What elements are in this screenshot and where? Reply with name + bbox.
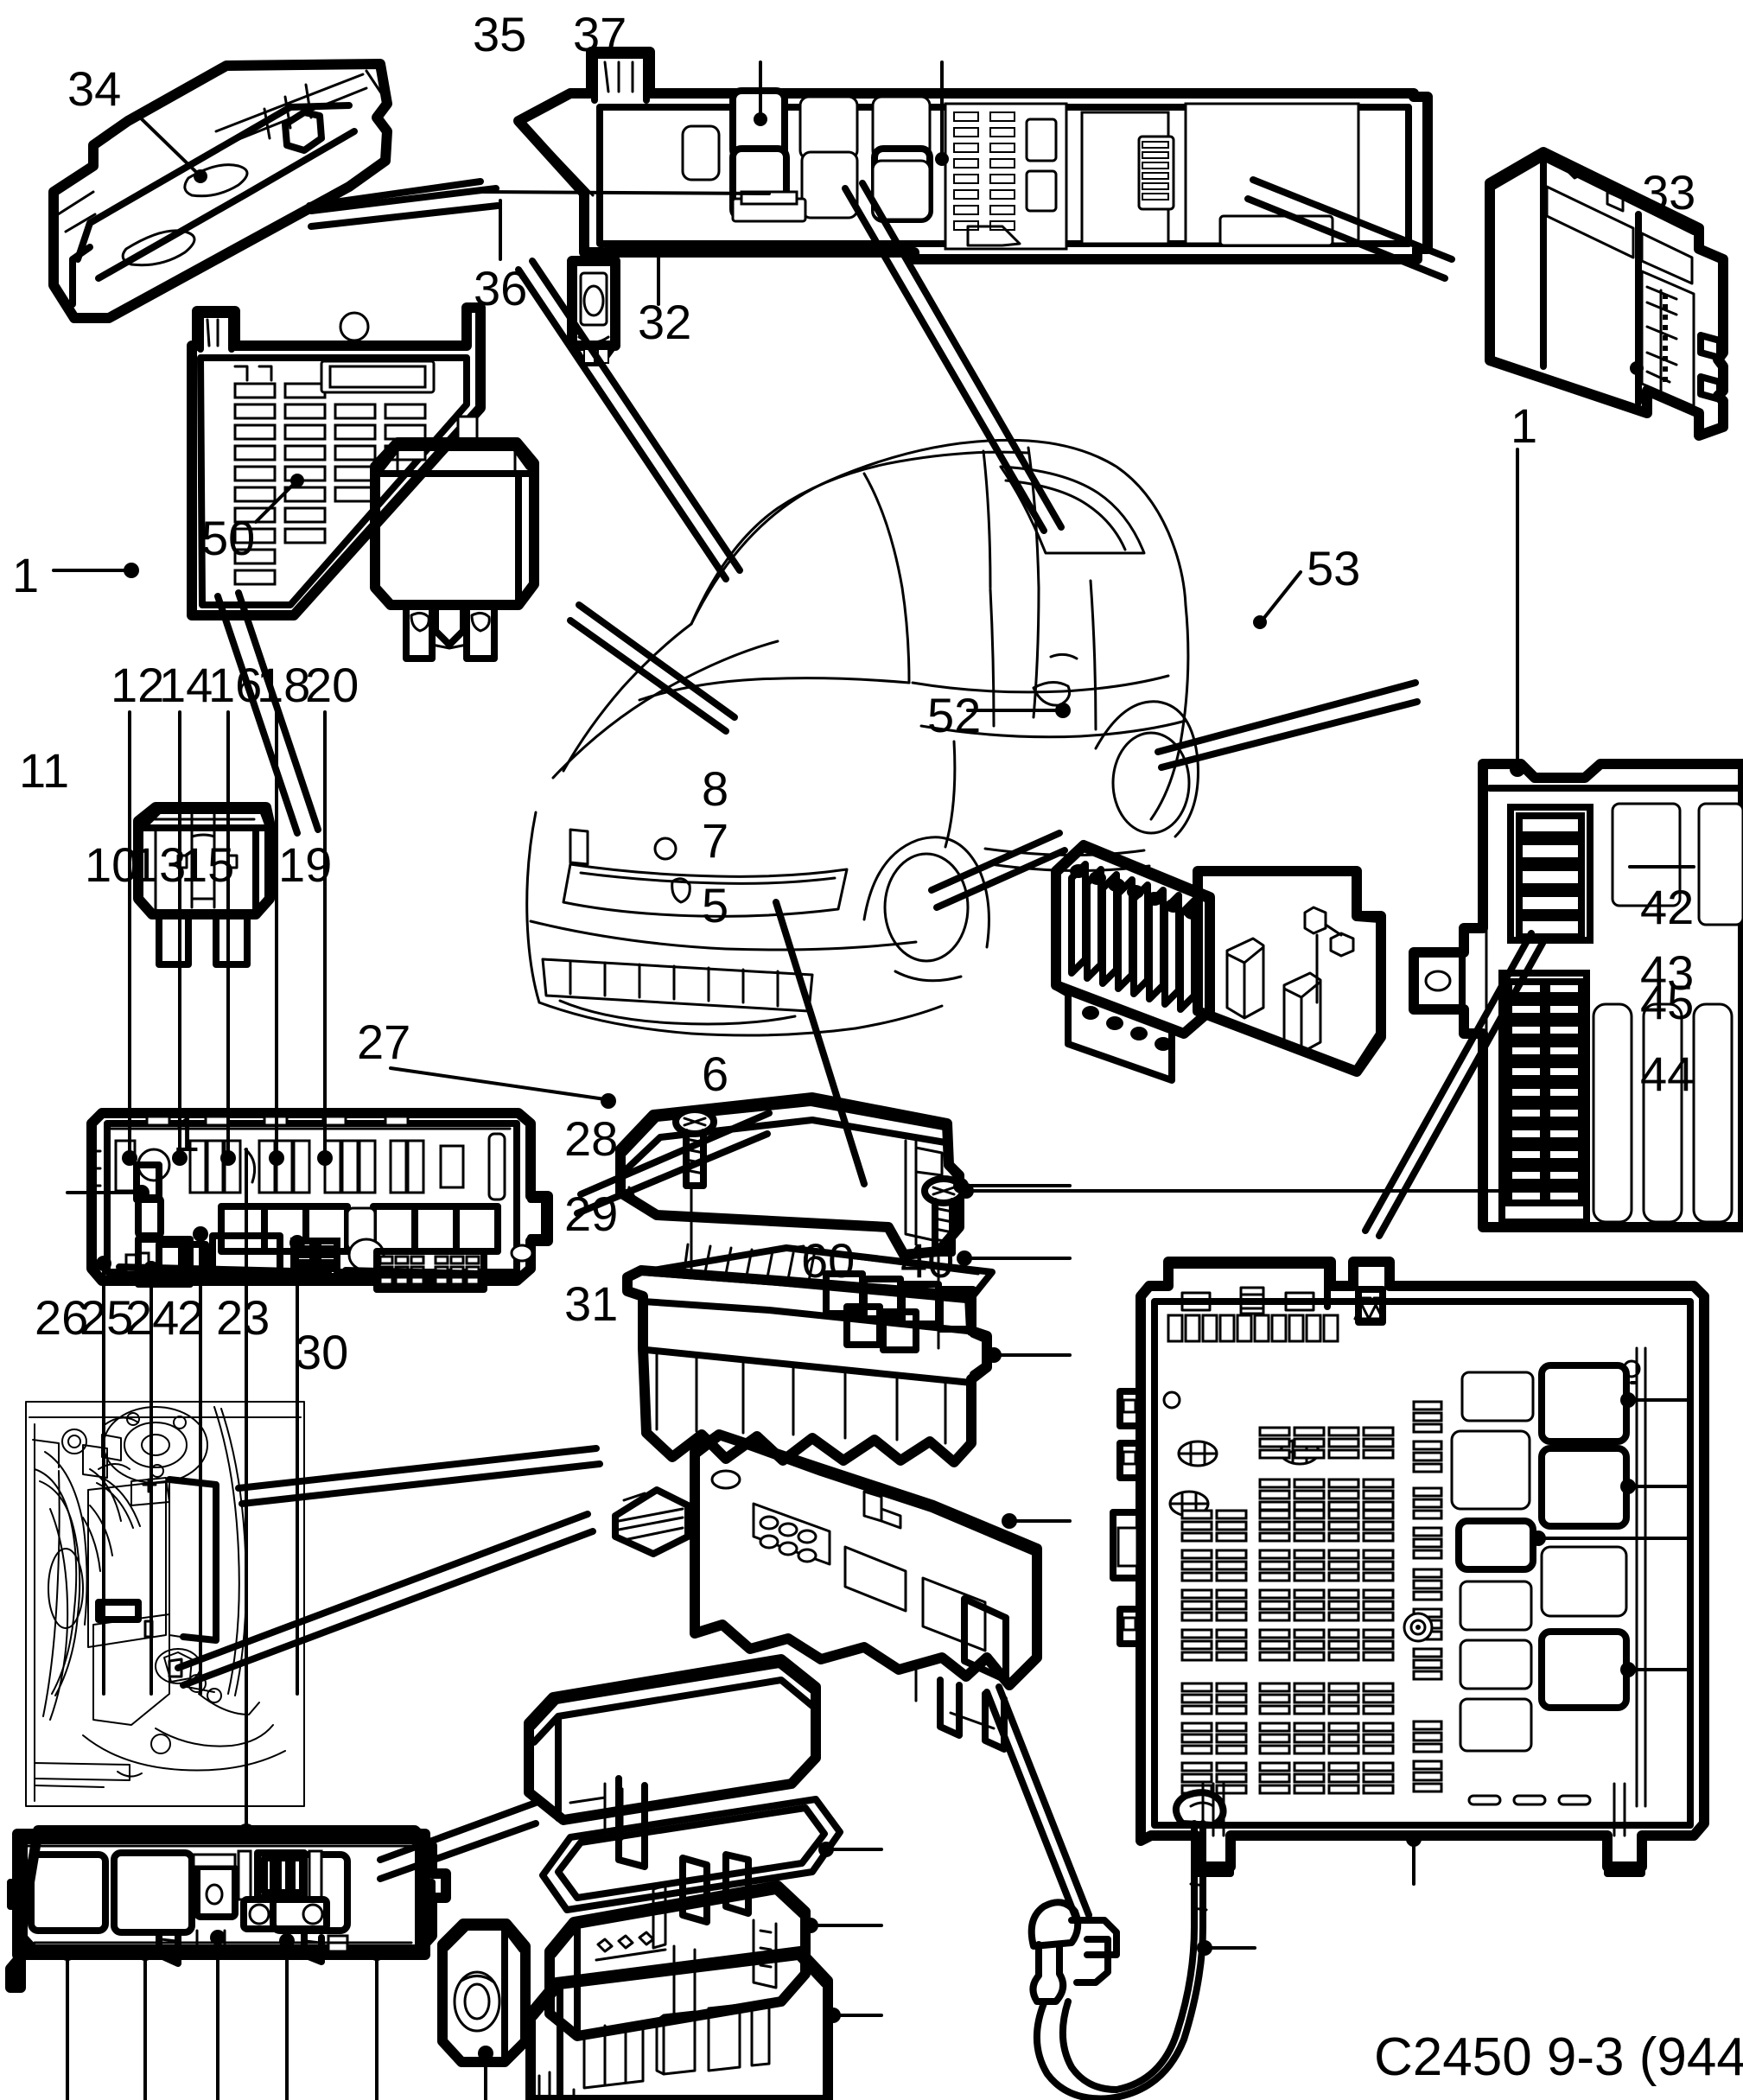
callout-30: 30 xyxy=(295,1325,349,1379)
drawing-number-caption: C2450 9-3 (9440) xyxy=(1374,2027,1743,2087)
callout-1-left: 1 xyxy=(12,548,40,602)
callout-50: 50 xyxy=(201,511,256,565)
callout-11: 11 xyxy=(19,743,70,798)
callout-12: 12 xyxy=(111,658,165,712)
illustration-saab-9-3-car xyxy=(525,438,1199,1037)
callout-37: 37 xyxy=(573,7,627,61)
part-6-lower-housing xyxy=(612,1429,1042,1753)
part-7-screw-left xyxy=(672,1106,717,1274)
callout-25: 25 xyxy=(80,1290,134,1345)
callout-29: 29 xyxy=(564,1187,619,1241)
callout-45: 45 xyxy=(1640,975,1695,1029)
callout-16: 16 xyxy=(208,658,263,712)
part-50-relay xyxy=(370,437,539,662)
part-27-cover xyxy=(524,1654,821,1841)
part-30-key-fob xyxy=(437,1919,531,2067)
callout-24: 24 xyxy=(125,1290,180,1345)
callout-8: 8 xyxy=(702,761,729,816)
callout-1-right: 1 xyxy=(1511,398,1538,453)
callout-31: 31 xyxy=(564,1276,619,1331)
callout-34: 34 xyxy=(67,61,122,116)
callout-27: 27 xyxy=(357,1015,411,1069)
callout-20: 20 xyxy=(305,658,359,712)
callout-10: 10 xyxy=(85,837,139,892)
part-28-gasket xyxy=(539,1775,843,1913)
leader-lines xyxy=(52,60,1695,2100)
part-34-fuse-puller xyxy=(48,59,392,323)
callout-19: 19 xyxy=(278,837,333,892)
part-60-battery-cable xyxy=(1027,1789,1227,2100)
illustration-engine-bay xyxy=(25,1401,305,1807)
callout-23: 23 xyxy=(216,1290,270,1345)
callout-1-bottom: 1 xyxy=(173,1107,200,1161)
part-52-resistor-pack xyxy=(1051,840,1215,1084)
callout-42: 42 xyxy=(1640,880,1695,934)
callout-5: 5 xyxy=(702,878,729,932)
callout-7: 7 xyxy=(702,813,729,868)
callout-52: 52 xyxy=(927,688,982,742)
callout-2: 2 xyxy=(177,1290,205,1345)
part-32-engine-bay-fuse-panel xyxy=(513,47,1433,366)
callout-40: 40 xyxy=(900,1233,955,1288)
part-fusebox-positions-10-20 xyxy=(86,1108,553,1293)
callout-43: 43 xyxy=(1640,945,1695,1000)
callout-26: 26 xyxy=(35,1290,89,1345)
part-53-bracket-plate xyxy=(1193,866,1386,1077)
callout-60: 60 xyxy=(801,1233,856,1288)
part-5-fuse-relay-carrier xyxy=(622,1243,996,1467)
part-40-main-fuse-relay-box xyxy=(1110,1257,1709,1877)
callout-35: 35 xyxy=(473,7,527,61)
callout-13: 13 xyxy=(132,837,187,892)
callout-28: 28 xyxy=(564,1111,619,1166)
part-right-fusebox xyxy=(1409,759,1743,1232)
part-36-left-fusebox xyxy=(187,302,486,620)
callout-18: 18 xyxy=(257,658,311,712)
callout-53: 53 xyxy=(1307,541,1361,595)
callout-15: 15 xyxy=(181,837,235,892)
part-fusebox-positions-23-26 xyxy=(5,1825,451,1993)
callout-6: 6 xyxy=(702,1047,729,1101)
callout-32: 32 xyxy=(638,295,692,349)
callout-36: 36 xyxy=(474,261,528,315)
callout-14: 14 xyxy=(159,658,213,712)
callout-44: 44 xyxy=(1640,1047,1695,1101)
callout-33: 33 xyxy=(1642,165,1696,220)
